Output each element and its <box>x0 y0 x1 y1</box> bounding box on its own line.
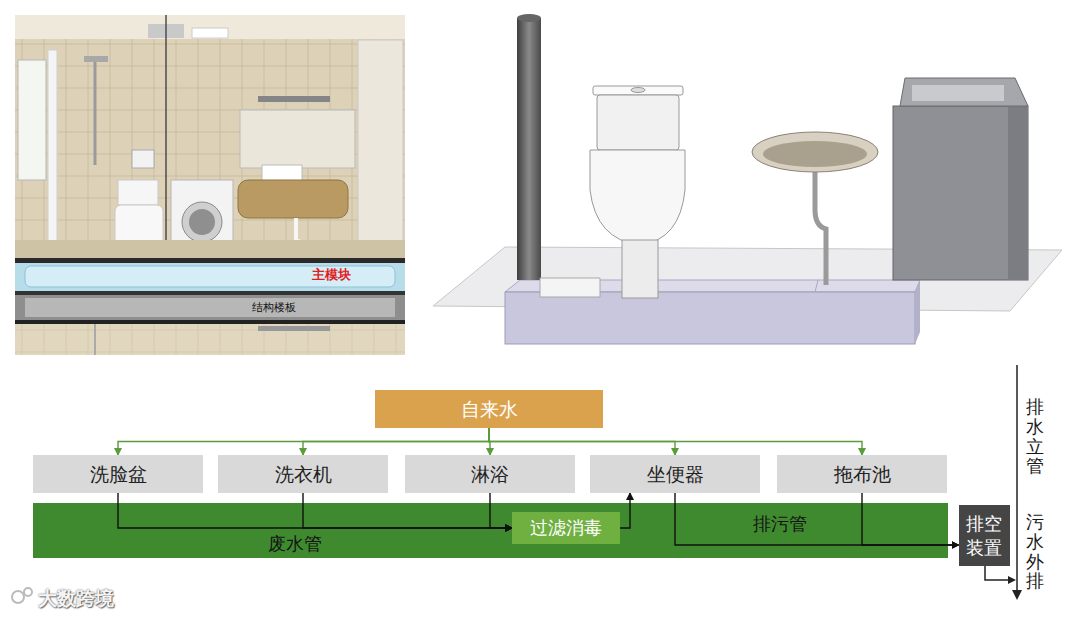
basin <box>262 165 302 182</box>
fixture-box: 坐便器 <box>590 455 760 493</box>
slab-label: 结构楼板 <box>252 300 296 315</box>
node-text: 过滤消毒 <box>530 517 602 539</box>
toilet-tank <box>118 180 158 205</box>
lower-lamp <box>258 326 330 331</box>
discharge-label: 污水外排 <box>1026 512 1044 591</box>
module-core <box>25 266 395 287</box>
filter-box: 过滤消毒 <box>512 512 620 544</box>
lower-shower <box>94 324 96 355</box>
outlet-arrow <box>1008 576 1016 584</box>
node-text: 淋浴 <box>471 463 509 486</box>
fixture-box: 淋浴 <box>405 455 575 493</box>
slab-marble <box>25 298 395 317</box>
washer-body <box>893 106 1028 280</box>
node-text: 拖布池 <box>834 463 891 486</box>
slab-band <box>15 295 405 320</box>
flow-connector <box>489 428 862 455</box>
module-band <box>15 263 405 291</box>
washer-top <box>900 78 1028 106</box>
washer-control <box>912 85 1004 101</box>
floor <box>15 240 405 259</box>
mirror <box>240 110 355 168</box>
mirror-lamp <box>258 96 330 102</box>
drain-device-box: 排空装置 <box>959 505 1010 566</box>
node-text: 排空装置 <box>966 512 1003 559</box>
sink-rim <box>752 132 878 172</box>
edge-strip <box>15 291 405 295</box>
ceiling-light <box>192 28 228 38</box>
lower-floor <box>15 324 405 355</box>
module-label: 主模块 <box>312 266 351 284</box>
watermark-logo <box>24 588 32 596</box>
node-text: 排污管 <box>753 514 807 535</box>
node-text: 洗脸盆 <box>90 463 147 486</box>
toilet-bowl <box>590 150 685 245</box>
washer-glass <box>189 209 215 235</box>
sink-pipe <box>815 170 826 285</box>
riser-line <box>1016 365 1018 592</box>
fixture-box: 洗脸盆 <box>33 455 203 493</box>
stack-pipe <box>517 18 541 280</box>
edge-strip <box>15 320 405 324</box>
pipe-top <box>517 14 541 22</box>
pipe-base <box>540 278 600 297</box>
outlet-line <box>985 566 1010 580</box>
flow-connector <box>303 428 489 455</box>
fixture-box: 洗衣机 <box>218 455 388 493</box>
flow-connector <box>118 428 489 455</box>
glass-divider <box>165 15 167 260</box>
watermark: 大数跨境 <box>38 586 114 612</box>
door <box>358 40 403 260</box>
sink-bowl <box>763 141 867 167</box>
module-seam <box>815 280 818 292</box>
node-text: 坐便器 <box>647 463 704 486</box>
node-text: 洗衣机 <box>275 463 332 486</box>
module-front <box>505 292 915 344</box>
node-text: 自来水 <box>461 398 518 421</box>
shower-head <box>84 56 108 62</box>
fixture-box: 拖布池 <box>777 455 947 493</box>
wall-tiles <box>15 15 405 260</box>
photo-ground <box>15 15 405 355</box>
node-text: 废水管 <box>268 534 322 555</box>
washer-side <box>1008 106 1028 280</box>
pipe <box>48 50 57 260</box>
water-source-box: 自来水 <box>375 390 603 428</box>
watermark-logo <box>12 591 24 603</box>
edge-strip <box>15 258 405 263</box>
toilet-tank <box>597 95 679 150</box>
shelf <box>132 150 154 168</box>
riser-arrow <box>1012 590 1022 600</box>
shower-pole <box>94 62 97 165</box>
toilet-lid <box>593 86 683 95</box>
module-side <box>915 280 920 344</box>
washer-door <box>182 202 222 242</box>
vanity-cabinet <box>238 180 348 218</box>
flush-button <box>631 88 645 93</box>
toilet-base <box>622 240 658 298</box>
ceiling <box>15 15 405 39</box>
riser-label: 排水立管 <box>1026 397 1044 476</box>
window <box>18 60 46 180</box>
